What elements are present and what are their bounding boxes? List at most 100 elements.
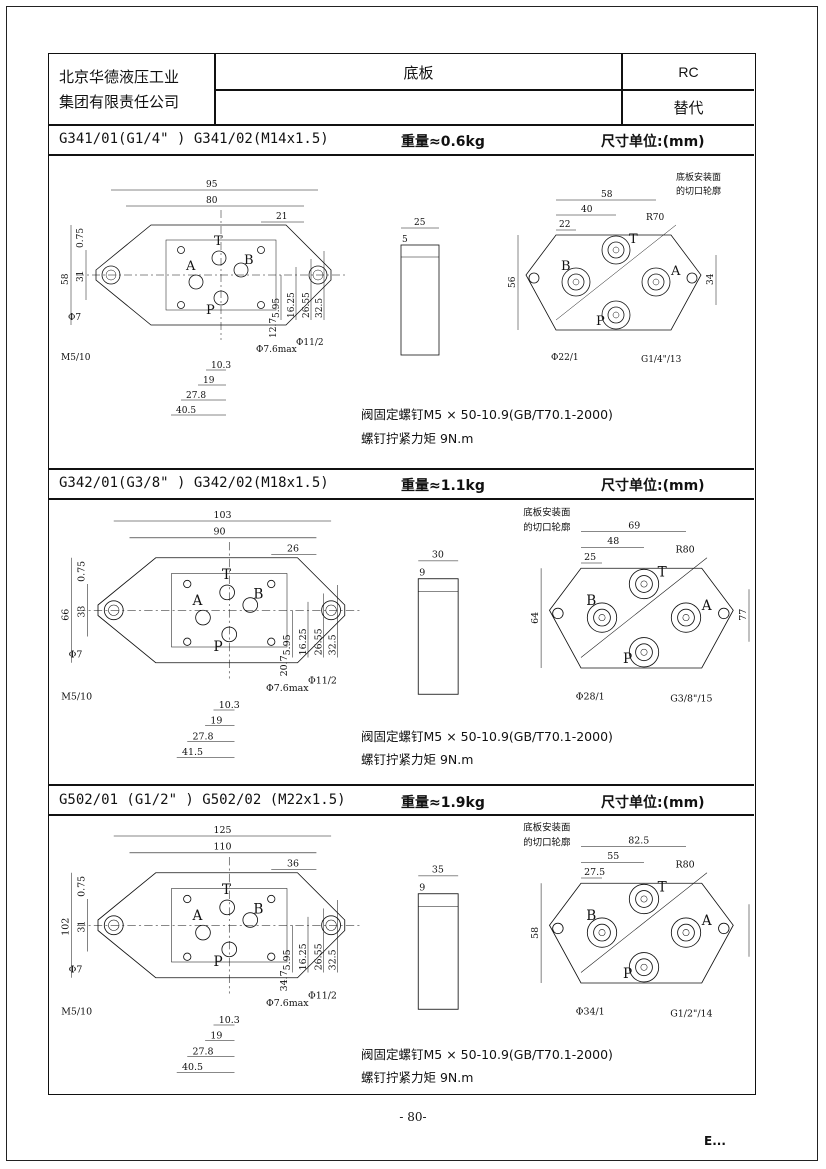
dim-top-h2: 77	[738, 609, 749, 621]
dim-v1: 5.95	[282, 634, 293, 655]
dim-b1: 10.3	[219, 700, 240, 711]
dim-total-width: 95	[206, 180, 218, 190]
product-code: RC	[623, 54, 754, 90]
label-top-pd: Φ22/1	[551, 353, 579, 363]
section-3-models: G502/01 (G1/2" ) G502/02 (M22x1.5)	[59, 792, 346, 808]
dim-31: 31	[76, 921, 87, 933]
section-3-unit: 尺寸单位:(mm)	[601, 795, 705, 811]
dim-inner-width: 110	[214, 842, 232, 853]
side-view: 255	[400, 218, 440, 356]
port-label-t: T	[214, 234, 223, 249]
label-d112: Φ11/2	[296, 338, 324, 348]
port-label-b: B	[253, 587, 263, 603]
section-1-torque-note: 螺钉拧紧力矩 9N.m	[361, 431, 474, 446]
dim-v4: 32.5	[327, 634, 338, 655]
top-port-t: T	[658, 880, 667, 896]
port-label-p: P	[214, 954, 223, 970]
dim-b4: 41.5	[182, 747, 203, 758]
dim-21: 36	[287, 858, 299, 869]
section-1-screw-note: 阀固定螺钉M5 × 50-10.9(GB/T70.1-2000)	[361, 407, 613, 422]
dim-v2: 16.25	[298, 943, 309, 970]
port-label-a: A	[192, 908, 203, 924]
section-3-screw-note: 阀固定螺钉M5 × 50-10.9(GB/T70.1-2000)	[361, 1047, 613, 1062]
dim-side-width: 30	[432, 550, 444, 561]
dim-b3: 27.8	[186, 391, 206, 401]
dim-total-height: 66	[61, 609, 72, 621]
section-2-header: G342/01(G3/8" ) G342/02(M18x1.5) 重量≈1.1k…	[49, 470, 754, 498]
dim-b1: 10.3	[211, 361, 231, 371]
top-port-p: P	[596, 314, 605, 329]
drawing-title: 底板	[216, 54, 621, 90]
dim-21: 26	[287, 543, 299, 554]
dim-top-w1: 58	[601, 190, 613, 200]
dim-top-h2: 34	[706, 273, 716, 285]
contour-label-1: 底板安装面	[676, 171, 721, 183]
dim-top-r: R70	[646, 213, 665, 223]
dim-inner-width: 90	[214, 527, 226, 538]
section-1-header: G341/01(G1/4" ) G341/02(M14x1.5) 重量≈0.6k…	[49, 126, 754, 154]
dim-b2: 19	[210, 716, 222, 727]
dim-side-width2: 5	[402, 235, 408, 245]
dim-total-height: 102	[61, 918, 72, 936]
title-text: 底板	[403, 63, 434, 82]
label-top-thread: G1/4"/13	[641, 355, 682, 365]
dim-top-w3: 27.5	[584, 867, 605, 878]
dim-v4: 32.5	[315, 298, 325, 318]
section-3-header: G502/01 (G1/2" ) G502/02 (M22x1.5) 重量≈1.…	[49, 787, 754, 815]
page-number: - 80-	[399, 1110, 427, 1124]
dim-total-width: 103	[214, 510, 232, 521]
dim-top-w1: 69	[628, 520, 640, 531]
top-port-p: P	[623, 651, 632, 667]
port-label-t: T	[222, 882, 231, 898]
label-top-thread: G3/8"/15	[670, 694, 712, 705]
port-label-b: B	[253, 902, 263, 918]
label-d112: Φ11/2	[308, 676, 337, 687]
top-port-b: B	[586, 593, 596, 609]
label-top-pd: Φ28/1	[576, 692, 605, 703]
dim-v1: 5.95	[272, 298, 282, 318]
dim-v3: 26.55	[314, 628, 325, 655]
side-view: 35 9	[417, 865, 459, 1010]
section-2-models: G342/01(G3/8" ) G342/02(M18x1.5)	[59, 475, 329, 491]
contour-label-2: 的切口轮廓	[523, 521, 570, 533]
contour-label-2: 的切口轮廓	[523, 836, 570, 848]
label-top-thread: G1/2"/14	[670, 1009, 712, 1020]
dim-side-width2: 9	[419, 883, 425, 894]
port-label-b: B	[244, 253, 254, 268]
port-label-p: P	[214, 639, 223, 655]
dim-top-w2: 55	[607, 851, 619, 862]
label-hole: Φ7	[69, 650, 83, 661]
dim-b1: 10.3	[219, 1015, 240, 1026]
dim-075: 0.75	[76, 876, 87, 897]
dim-31: 33	[76, 606, 87, 618]
label-hole: Φ7	[68, 313, 81, 323]
section-2-torque-note: 螺钉拧紧力矩 9N.m	[361, 752, 474, 767]
dim-075: 0.75	[76, 228, 86, 248]
port-label-a: A	[185, 259, 196, 274]
label-top-pd: Φ34/1	[576, 1007, 605, 1018]
port-label-a: A	[192, 593, 203, 609]
dim-075: 0.75	[76, 561, 87, 582]
contour-label-2: 的切口轮廓	[676, 185, 721, 197]
corner-mark: E...	[704, 1134, 726, 1148]
dim-b3: 27.8	[193, 1046, 214, 1057]
page-border	[6, 6, 818, 1161]
top-port-a: A	[670, 264, 681, 279]
top-port-t: T	[658, 565, 667, 581]
dim-side-width: 35	[432, 865, 444, 876]
dim-v4: 32.5	[327, 949, 338, 970]
code-text: RC	[678, 64, 699, 80]
top-port-p: P	[623, 966, 632, 982]
label-screw: M5/10	[61, 353, 91, 363]
replace-label: 替代	[623, 91, 754, 124]
dim-total-width: 125	[214, 825, 232, 836]
drawing-sheet: 北京华德液压工业 集团有限责任公司 底板 RC 替代 G341/01(G1/4"…	[48, 53, 756, 1095]
contour-label-1: 底板安装面	[523, 822, 570, 834]
dim-v5: 20.7	[279, 655, 290, 676]
company-line-1: 北京华德液压工业	[59, 68, 180, 86]
